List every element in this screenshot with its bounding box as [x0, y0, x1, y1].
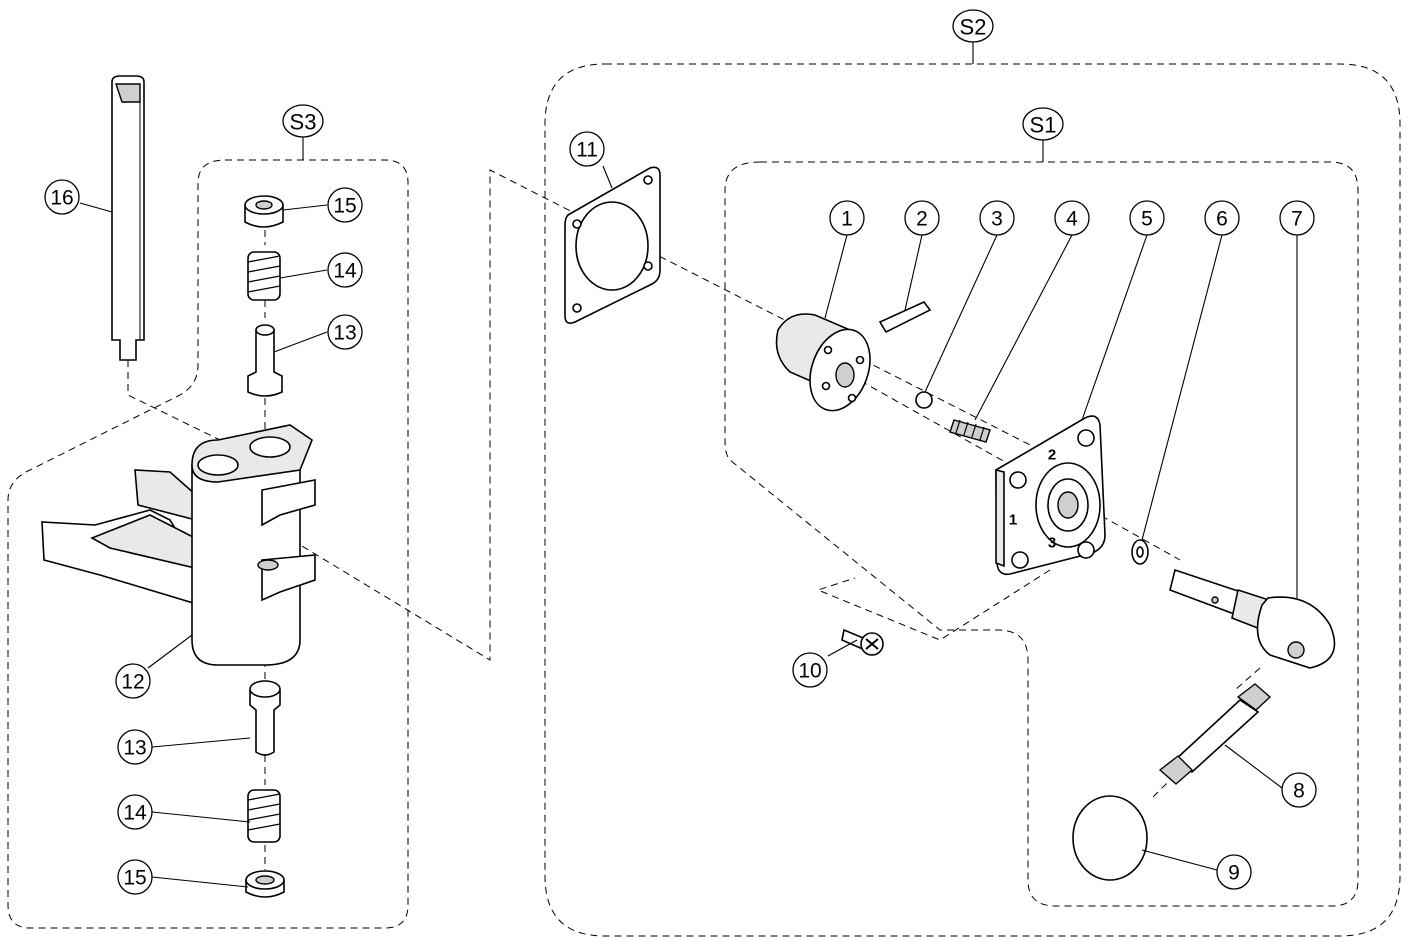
callout-7: 7	[1279, 200, 1315, 236]
callout-5: 5	[1129, 200, 1165, 236]
part-13-stud-bottom	[249, 680, 281, 756]
callout-12: 12	[115, 663, 151, 699]
svg-text:14: 14	[333, 260, 357, 283]
svg-text:4: 4	[1066, 208, 1078, 231]
part-15-collar-bottom	[245, 870, 285, 898]
svg-text:15: 15	[333, 195, 356, 218]
callout-10: 10	[792, 652, 828, 688]
callout-6: 6	[1204, 200, 1240, 236]
assembly-s2-boundary	[544, 63, 1401, 937]
part-14-spring-bottom	[247, 789, 281, 843]
svg-text:12: 12	[121, 671, 144, 694]
svg-text:5: 5	[1141, 208, 1153, 231]
callout-1: 1	[829, 200, 865, 236]
part-6-washer	[1131, 539, 1149, 565]
callout-15-bottom: 15	[117, 859, 153, 895]
svg-text:10: 10	[798, 660, 821, 683]
assembly-s3-boundary	[7, 159, 409, 929]
svg-text:7: 7	[1291, 208, 1303, 231]
svg-text:3: 3	[991, 208, 1003, 231]
svg-text:6: 6	[1216, 208, 1228, 231]
svg-text:1: 1	[841, 208, 853, 231]
plate-mark-1: 1	[1009, 512, 1017, 529]
part-9-knob	[1072, 795, 1148, 881]
part-8-threaded-shaft	[1158, 683, 1272, 785]
part-4-spring	[949, 419, 991, 443]
callout-14-bottom: 14	[117, 794, 153, 830]
assembly-s1-boundary	[724, 161, 1359, 907]
callout-4: 4	[1054, 200, 1090, 236]
svg-text:S2: S2	[960, 15, 987, 40]
assembly-label-s3: S3	[282, 104, 324, 138]
svg-text:11: 11	[576, 139, 598, 162]
part-1-hub	[775, 313, 871, 412]
svg-text:2: 2	[916, 208, 928, 231]
part-14-spring-top	[247, 251, 281, 301]
svg-text:13: 13	[333, 322, 356, 345]
svg-text:9: 9	[1228, 862, 1240, 885]
axis-main-shaft	[849, 374, 1181, 561]
plate-mark-2: 2	[1048, 447, 1056, 464]
part-13-stud-top	[247, 324, 283, 397]
callout-15-top: 15	[327, 187, 363, 223]
part-16-rod	[111, 75, 145, 361]
svg-text:13: 13	[123, 737, 146, 760]
assembly-label-s2: S2	[952, 9, 994, 43]
svg-text:S1: S1	[1030, 113, 1057, 138]
callout-13-bottom: 13	[117, 729, 153, 765]
part-3-ball	[915, 391, 933, 409]
part-5-index-plate: 2 1 3	[995, 415, 1106, 576]
callout-2: 2	[904, 200, 940, 236]
part-12-lever-bracket	[41, 424, 316, 666]
svg-text:8: 8	[1293, 780, 1305, 803]
plate-mark-3: 3	[1048, 535, 1056, 552]
callout-3: 3	[979, 200, 1015, 236]
callout-9: 9	[1216, 854, 1252, 890]
assembly-label-s1: S1	[1022, 107, 1064, 141]
part-15-collar-top	[244, 195, 284, 228]
part-2-pin	[878, 301, 932, 334]
svg-text:S3: S3	[290, 110, 317, 135]
svg-text:15: 15	[123, 867, 146, 890]
callout-14-top: 14	[327, 252, 363, 288]
axis-knob-shaft	[1234, 667, 1261, 691]
svg-text:16: 16	[50, 187, 73, 210]
callout-11: 11	[569, 131, 605, 167]
axis-screw-path	[816, 569, 1051, 641]
svg-text:14: 14	[123, 802, 147, 825]
callout-8: 8	[1281, 772, 1317, 808]
axis-gasket-to-lever	[291, 169, 1041, 661]
part-11-gasket	[564, 166, 661, 324]
callout-13-top: 13	[327, 314, 363, 350]
part-7-shaft-head	[1169, 568, 1336, 669]
callout-16: 16	[44, 179, 80, 215]
axis-rod-16	[127, 360, 221, 441]
part-10-screw	[841, 628, 884, 656]
